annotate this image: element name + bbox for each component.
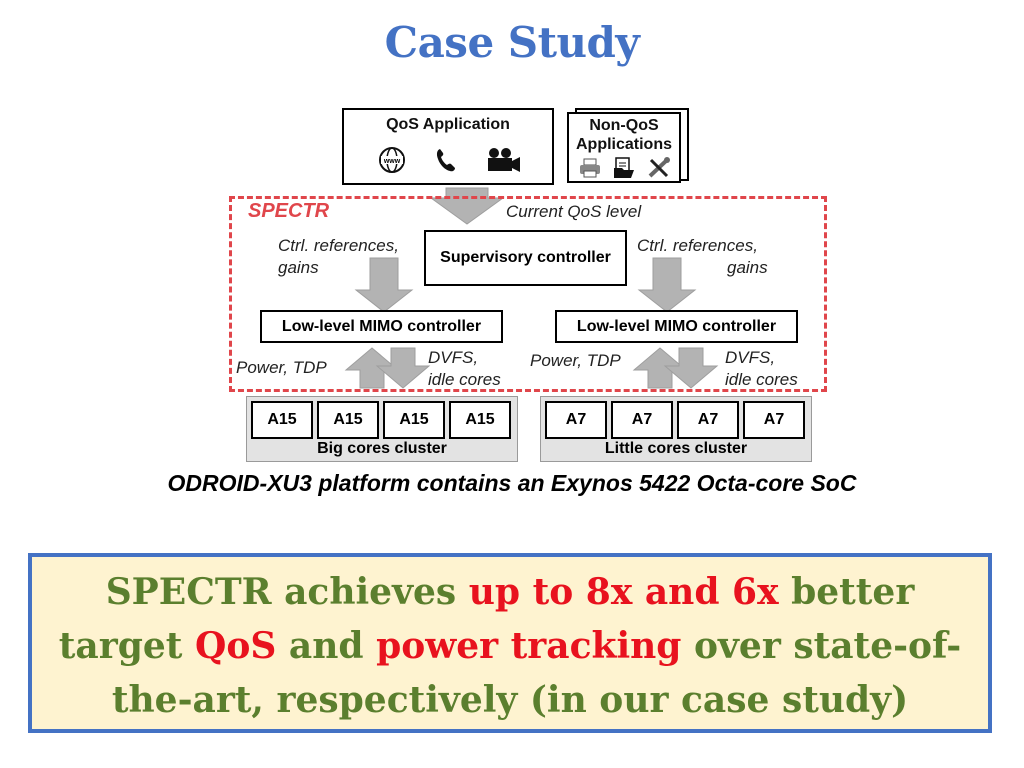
ctrl-references-right-line1: Ctrl. references,: [637, 236, 758, 255]
power-tdp-right-label: Power, TDP: [530, 351, 621, 370]
result-text-2: better target: [58, 571, 915, 667]
core-a7-2: A7: [611, 401, 673, 439]
printer-icon: [579, 158, 601, 183]
result-highlight-qos: QoS: [194, 625, 277, 667]
video-camera-icon: [484, 146, 522, 179]
core-a15-1: A15: [251, 401, 313, 439]
svg-text:www: www: [383, 158, 401, 165]
tools-icon: [647, 157, 671, 184]
result-highlight-power: power tracking: [376, 625, 682, 667]
nonqos-applications-box: Non-QoS Applications: [567, 112, 681, 183]
big-cores-cluster-label: Big cores cluster: [317, 440, 447, 457]
result-highlight-ratios: up to 8x and 6x: [468, 571, 779, 613]
mimo-controller-right: Low-level MIMO controller: [555, 310, 798, 343]
core-a7-4: A7: [743, 401, 805, 439]
mimo-controller-left: Low-level MIMO controller: [260, 310, 503, 343]
core-a15-3: A15: [383, 401, 445, 439]
arrow-supervisory-to-mimo-left: [354, 257, 414, 313]
spectr-label: SPECTR: [248, 200, 330, 222]
big-cores-cluster: A15 A15 A15 A15 Big cores cluster: [246, 396, 518, 462]
nonqos-label-line2: Applications: [575, 136, 672, 153]
current-qos-label: Current QoS level: [506, 202, 642, 221]
spectr-frame: [229, 196, 827, 392]
arrow-power-right-up: [632, 347, 688, 389]
result-text-1: SPECTR achieves: [105, 571, 469, 613]
power-tdp-left-label: Power, TDP: [236, 358, 327, 377]
document-folder-icon: [613, 157, 635, 184]
result-text-4: over state-of-the-art, respectively (in …: [111, 625, 962, 721]
qos-application-label: QoS Application: [386, 116, 510, 133]
arrow-supervisory-to-mimo-right: [637, 257, 697, 313]
dvfs-left-line1: DVFS,: [428, 348, 479, 367]
dvfs-left-line2: idle cores: [428, 370, 501, 389]
globe-www-icon: www: [378, 146, 406, 179]
ctrl-references-right-line2: gains: [727, 258, 768, 277]
nonqos-label-line1: Non-QoS: [589, 117, 659, 134]
arrow-dvfs-left-down: [375, 347, 431, 389]
arrow-power-left-up: [344, 347, 400, 389]
ctrl-references-left-line2: gains: [278, 258, 319, 277]
little-cores-cluster: A7 A7 A7 A7 Little cores cluster: [540, 396, 812, 462]
arrow-dvfs-right-down: [663, 347, 719, 389]
page-title: Case Study: [384, 18, 640, 67]
dvfs-right-line1: DVFS,: [725, 348, 776, 367]
little-cores-cluster-label: Little cores cluster: [604, 440, 748, 457]
platform-caption: ODROID-XU3 platform contains an Exynos 5…: [167, 470, 857, 496]
dvfs-right-line2: idle cores: [725, 370, 798, 389]
qos-application-box: QoS Application www: [342, 108, 554, 185]
core-a7-1: A7: [545, 401, 607, 439]
core-a15-2: A15: [317, 401, 379, 439]
supervisory-controller: Supervisory controller: [424, 230, 627, 286]
core-a15-4: A15: [449, 401, 511, 439]
core-a7-3: A7: [677, 401, 739, 439]
result-text-3: and: [276, 625, 377, 667]
phone-icon: [434, 146, 458, 179]
result-summary-box: SPECTR achieves up to 8x and 6x better t…: [28, 553, 992, 733]
ctrl-references-left-line1: Ctrl. references,: [278, 236, 399, 255]
